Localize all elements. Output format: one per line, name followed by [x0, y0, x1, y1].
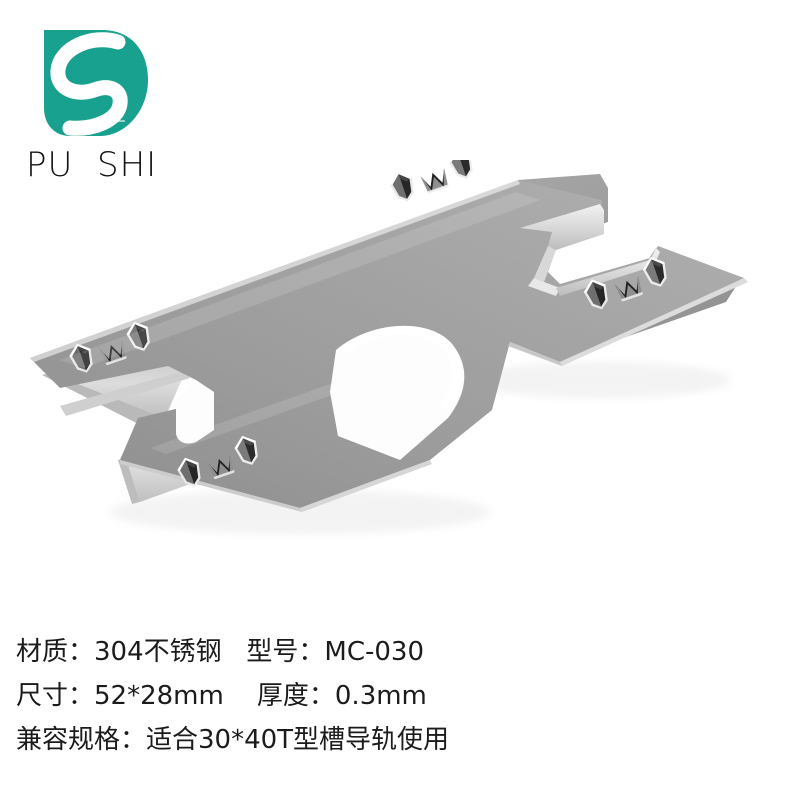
spring-tab-group-top-right [386, 160, 479, 206]
product-shadow [110, 362, 730, 534]
brand-name: PU SHI [26, 145, 158, 185]
spec-line-compatibility: 兼容规格：适合30*40T型槽导轨使用 [16, 725, 450, 755]
spec-line-material: 材质：304不锈钢 型号：MC-030 [16, 637, 425, 667]
spec-text-block: 材质：304不锈钢 型号：MC-030 尺寸：52*28mm 厚度：0.3mm … [16, 630, 786, 762]
product-photo [0, 160, 800, 590]
spec-line-size: 尺寸：52*28mm 厚度：0.3mm [16, 681, 427, 711]
brand-block: PU SHI [18, 18, 208, 188]
stainless-steel-t-slot-clip-icon [30, 160, 748, 534]
pushi-logo-icon [30, 24, 150, 142]
surface-highlight [60, 192, 540, 454]
top-right-arm [520, 204, 660, 296]
plate-edges [30, 180, 748, 512]
